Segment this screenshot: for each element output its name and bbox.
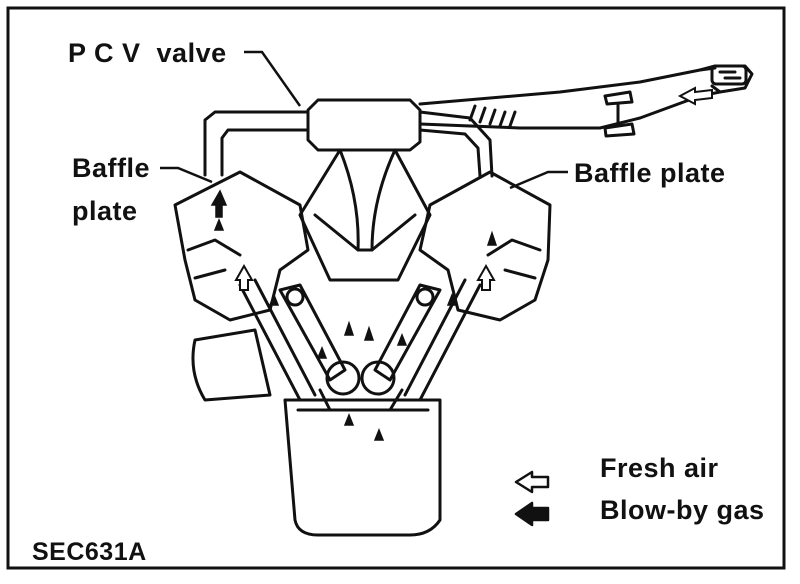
solid-arrow-left-icon <box>514 501 550 527</box>
right-cylinder-head <box>418 170 552 322</box>
intake-manifold <box>298 148 432 282</box>
baffle-left-label-line1: Baffle <box>72 153 151 183</box>
engine-drawing <box>173 64 754 537</box>
leader-lines <box>160 50 568 190</box>
figure-border <box>6 6 786 570</box>
pcv-valve-body <box>306 98 422 152</box>
left-cylinder-head <box>173 170 310 322</box>
pcv-valve-label: P C V valve <box>68 38 227 68</box>
engine-block <box>283 398 442 537</box>
right-breather-hose <box>418 110 494 178</box>
baffle-right-leader <box>509 170 568 190</box>
pcv-valve-leader <box>244 50 302 107</box>
side-component <box>191 328 272 402</box>
left-pushrod <box>238 278 317 402</box>
intake-hose <box>418 66 717 106</box>
right-pushrod <box>403 278 482 402</box>
figure-code: SEC631A <box>32 538 147 566</box>
baffle-left-leader <box>160 166 213 184</box>
camshaft-right <box>360 360 396 396</box>
fresh-air-flow-arrows <box>234 86 713 291</box>
legend-blow-by-gas-label: Blow-by gas <box>600 495 765 525</box>
legend-fresh-air-label: Fresh air <box>600 453 719 483</box>
baffle-right-label: Baffle plate <box>574 158 726 188</box>
camshaft-left <box>325 360 361 396</box>
legend-icons <box>514 470 550 527</box>
left-breather-hose <box>203 110 310 177</box>
baffle-left-label-line2: plate <box>72 196 138 226</box>
blow-by-flow-arrows <box>210 189 498 441</box>
hollow-arrow-left-icon <box>514 470 550 494</box>
